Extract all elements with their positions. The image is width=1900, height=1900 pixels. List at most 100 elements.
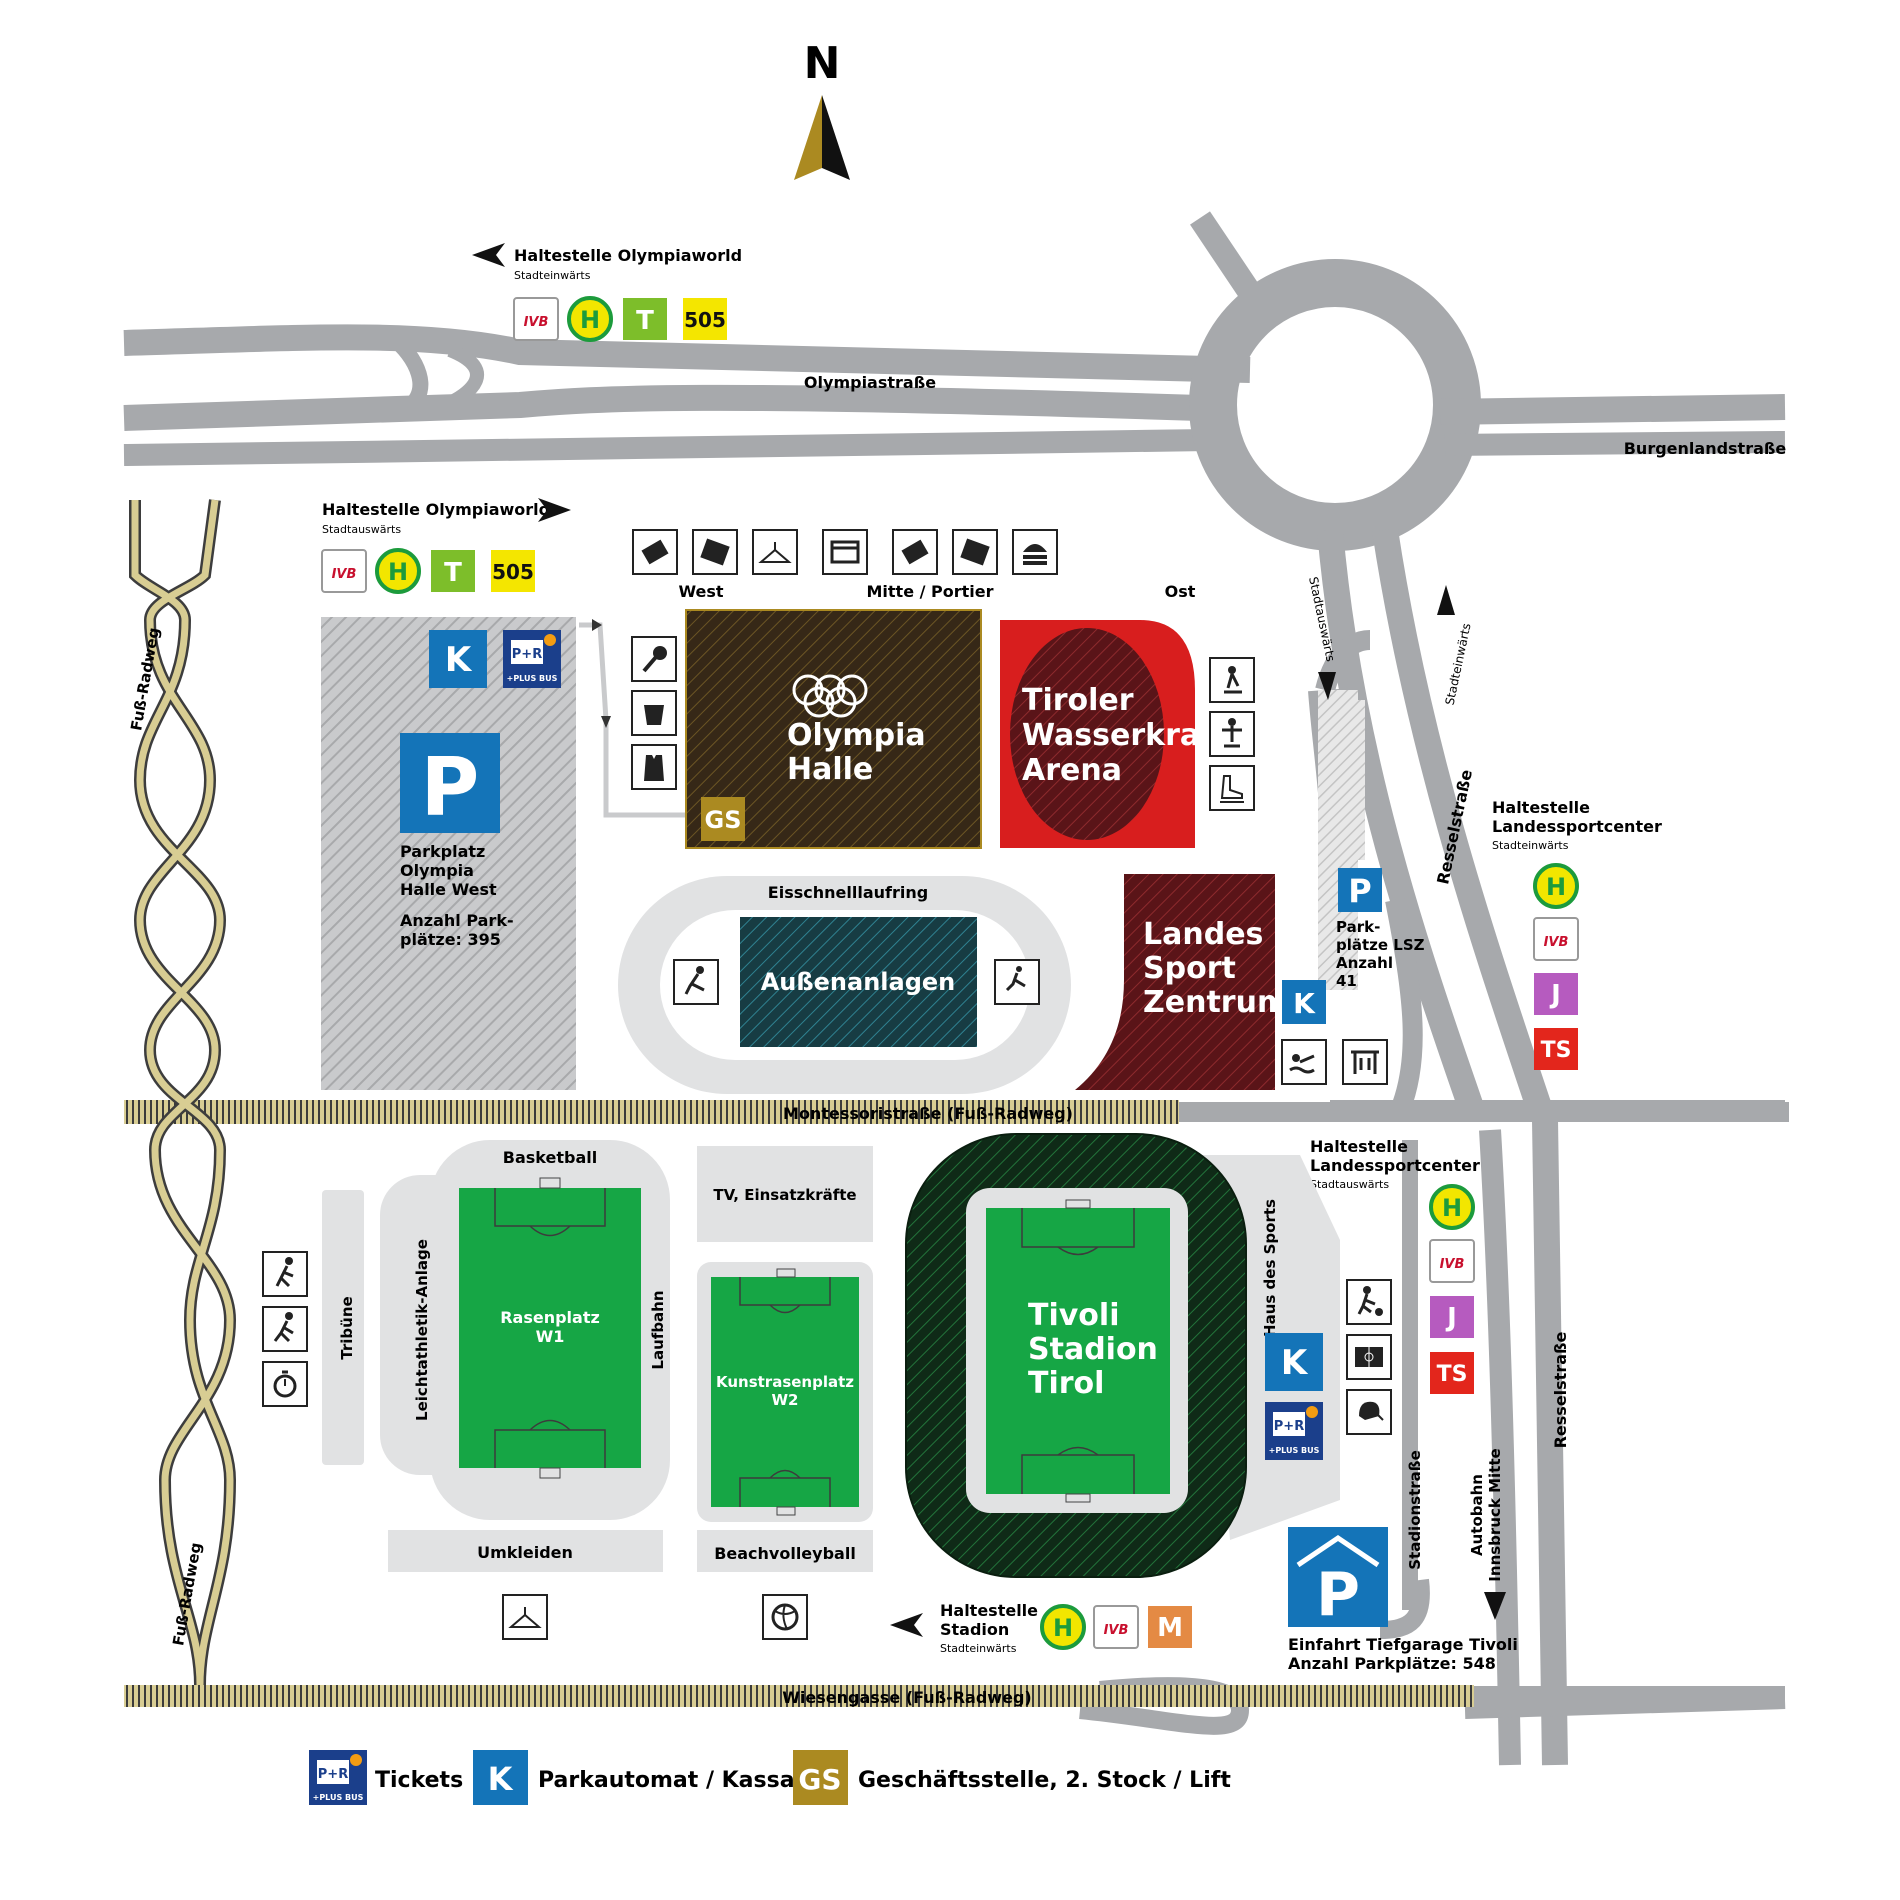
umkleiden[interactable] [388,1530,663,1572]
entrance-mitte: Mitte / Portier [866,582,993,601]
aussenanlagen [740,917,977,1047]
basketball-label: Basketball [503,1148,597,1167]
bus-stop-icon [567,296,613,342]
gym-icon [1342,1039,1388,1085]
stadteinwaerts-label: Stadteinwärts [1443,622,1474,706]
atm-icon [822,529,868,575]
svg-text:Geschäftsstelle, 2. Stock / Li: Geschäftsstelle, 2. Stock / Lift [858,1768,1231,1793]
svg-text:TV, Einsatzkräfte: TV, Einsatzkräfte [713,1186,856,1204]
parking-icon [1338,868,1382,912]
stop-olympiaworld-in[interactable]: Haltestelle Olympiaworld Stadteinwärts I… [472,243,742,342]
svg-text:H: H [1442,1194,1462,1222]
cloakroom-icon [752,529,798,575]
stop-landessportcenter-in[interactable]: Haltestelle Landessportcenter Stadteinwä… [1492,798,1662,1070]
kunstrasenplatz-w2[interactable]: Kunstrasenplatz W2 [697,1262,873,1522]
svg-text:Stadtauswärts: Stadtauswärts [1310,1178,1389,1191]
svg-text:41: 41 [1336,972,1357,990]
athletics-label: Leichtathletik-Anlage [413,1239,431,1421]
beachvolleyball[interactable] [697,1530,873,1572]
service-icons-top [632,529,1058,575]
football-icon [1346,1279,1392,1325]
stop-direction: Stadteinwärts [514,269,591,282]
svg-text:Haltestelle: Haltestelle [1492,798,1590,817]
svg-text:Zentrum: Zentrum [1143,985,1288,1020]
svg-text:Stadion: Stadion [1028,1332,1158,1367]
svg-text:Stadteinwärts: Stadteinwärts [940,1642,1017,1655]
svg-text:Haltestelle: Haltestelle [940,1601,1038,1620]
ticket-icon [892,529,938,575]
parking-west[interactable]: K P+R +PLUS BUS P Parkplatz Olympia Hall… [321,617,576,1090]
legend-kassa: K Parkautomat / Kassa [473,1750,795,1805]
entrance-ost: Ost [1165,582,1196,601]
svg-text:plätze LSZ: plätze LSZ [1336,936,1425,954]
svg-text:P+R: P+R [1274,1419,1304,1434]
svg-text:P+R: P+R [512,647,542,662]
legend: P+R +PLUS BUS Tickets K Parkautomat / Ka… [309,1750,1231,1805]
burgenlandstrasse-label: Burgenlandstraße [1624,439,1787,458]
svg-text:P+R: P+R [318,1767,348,1782]
wiesengasse-path [124,1685,1474,1707]
svg-text:K: K [488,1760,514,1798]
svg-text:TS: TS [1541,1038,1572,1063]
tv-einsatzkraefte[interactable]: TV, Einsatzkräfte [697,1146,873,1242]
tiefgarage-tivoli[interactable]: P Einfahrt Tiefgarage Tivoli Anzahl Park… [1288,1527,1518,1673]
olympiastrasse-label: Olympiastraße [804,373,936,392]
landes-sport-zentrum[interactable]: Landes Sport Zentrum [1075,874,1288,1090]
fuss-radweg-path [129,499,237,1686]
svg-text:T: T [444,558,462,588]
resselstrasse-label-bottom: Resselstraße [1551,1331,1570,1448]
entrance-west: West [678,582,723,601]
svg-text:Arena: Arena [1022,753,1122,788]
montessori-path [124,1100,1179,1124]
svg-text:plätze: 395: plätze: 395 [400,930,501,949]
stop-stadion[interactable]: Haltestelle Stadion Stadteinwärts H IVB … [890,1601,1192,1655]
montessoristrasse-label: Montessoristraße (Fuß-Radweg) [783,1104,1073,1123]
gs-badge [701,797,745,841]
stop-olympiaworld-out[interactable]: Haltestelle Olympiaworld Stadtauswärts I… [321,498,571,594]
svg-text:Rasenplatz: Rasenplatz [500,1308,600,1327]
svg-text:P: P [421,741,480,834]
parking-icon [400,733,500,833]
svg-text:M: M [1157,1613,1183,1643]
eisschnelllaufring[interactable]: Eisschnelllaufring Außenanlagen [618,876,1071,1094]
rasenplatz-w1[interactable]: Rasenplatz W1 [459,1177,641,1479]
legend-gs: GS Geschäftsstelle, 2. Stock / Lift [793,1750,1231,1805]
haus-des-sports-label: Haus des Sports [1261,1199,1279,1337]
stop-landessportcenter-out[interactable]: Haltestelle Landessportcenter Stadtauswä… [1310,1137,1480,1394]
svg-text:Olympia: Olympia [400,861,474,880]
svg-text:Parkautomat / Kassa: Parkautomat / Kassa [538,1768,795,1793]
parking-lsz[interactable]: P Park- plätze LSZ Anzahl 41 [1336,868,1425,990]
stopwatch-icon [262,1361,308,1407]
runner-icon [262,1306,308,1352]
svg-text:Landessportcenter: Landessportcenter [1310,1156,1480,1175]
tram-badge [623,298,667,340]
svg-text:H: H [1053,1614,1073,1642]
drink-icon [631,690,677,736]
svg-text:K: K [445,640,473,680]
olympia-halle[interactable]: Olympia Halle GS [685,609,982,849]
stop-title: Haltestelle Olympiaworld [322,500,550,519]
svg-text:J: J [1445,1303,1457,1333]
autobahn-label-2: Innsbruck Mitte [1486,1448,1504,1581]
running-track-label: Laufbahn [649,1290,667,1369]
kassa-badge-tivoli [1265,1333,1323,1391]
ice-skate-icon [1209,765,1255,811]
umkleiden-label: Umkleiden [477,1543,573,1562]
kassa-badge-lsz [1282,980,1326,1024]
microphone-icon [631,636,677,682]
svg-text:IVB: IVB [1544,935,1569,950]
swimming-icon [1281,1039,1327,1085]
svg-text:Wasserkraft: Wasserkraft [1022,718,1228,753]
svg-text:Tivoli: Tivoli [1028,1298,1119,1333]
tiroler-wasserkraft-arena[interactable]: Tiroler Wasserkraft Arena [1000,620,1228,848]
svg-text:H: H [1546,873,1566,901]
shirt-icon [631,744,677,790]
svg-text:H: H [580,306,600,334]
svg-text:IVB: IVB [1440,1257,1465,1272]
stop-direction: Stadtauswärts [322,523,401,536]
svg-text:Eisschnelllaufring: Eisschnelllaufring [768,883,928,902]
svg-text:W1: W1 [536,1327,565,1346]
svg-text:Einfahrt Tiefgarage Tivoli: Einfahrt Tiefgarage Tivoli [1288,1635,1518,1654]
svg-text:Haltestelle: Haltestelle [1310,1137,1408,1156]
